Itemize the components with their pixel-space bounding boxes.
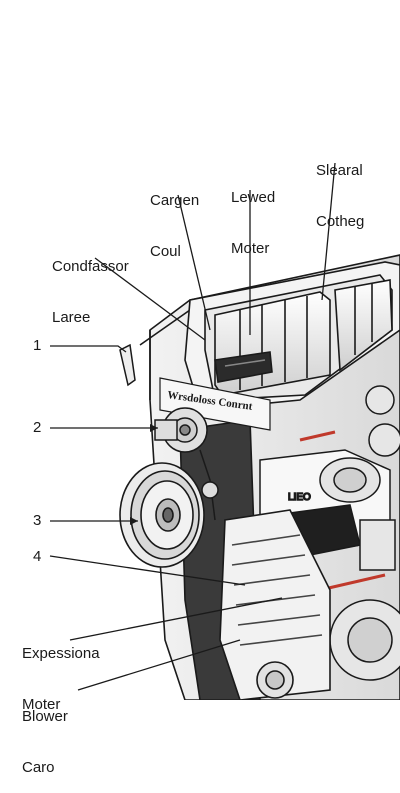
- leader-blower-core: [77, 639, 241, 691]
- leader-expansion-motor: [69, 597, 283, 641]
- callout-number-4: 4: [33, 548, 42, 565]
- callout-condensor-label: Condfassor Laree: [52, 224, 129, 343]
- pipe-fittings: [329, 385, 400, 681]
- diagram-canvas: Wrsdoloss Conrnt LIEO: [22, 128, 400, 776]
- pulley-wheel: [119, 462, 205, 568]
- leader-lines: [49, 162, 336, 691]
- callout-lewed-motor-line2: Moter: [231, 240, 270, 257]
- callout-number-3: 3: [33, 512, 42, 529]
- callout-sleeve-coating: Slearal Cotheg: [316, 128, 364, 247]
- leader-1: [50, 345, 127, 353]
- callout-blower-core-line2: Caro: [22, 759, 55, 776]
- callout-blower-core: Blower Caro: [22, 674, 68, 793]
- leader-4: [49, 555, 246, 586]
- leader-arrowheads: [130, 424, 158, 525]
- callout-sleeve-coating-line2: Cotheg: [316, 213, 365, 230]
- hvac-unit-illustration: Wrsdoloss Conrnt LIEO: [49, 162, 400, 701]
- callout-expansion-motor-line1: Expessiona: [22, 645, 100, 662]
- valve-assembly: [119, 343, 219, 521]
- top-coil-cover: [184, 261, 400, 411]
- callout-lewed-motor-line1: Lewed: [231, 189, 276, 206]
- callout-number-2: 2: [33, 419, 42, 436]
- callout-sleeve-coating-line1: Slearal: [316, 162, 363, 179]
- callout-number-1: 1: [33, 337, 42, 354]
- callout-condensor-label-line1: Condfassor: [52, 258, 129, 275]
- callout-condensor-label-line2: Laree: [52, 309, 91, 326]
- expansion-coil-box: [219, 509, 331, 701]
- leader-sleeve-coating: [321, 162, 336, 301]
- callout-blower-core-line1: Blower: [22, 708, 68, 725]
- leader-cargen-coil: [177, 194, 211, 331]
- callout-lewed-motor: Lewed Moter: [231, 155, 275, 274]
- module-text: LIEO: [288, 492, 311, 503]
- callout-cargen-coil-line1: Cargen: [150, 192, 200, 209]
- leader-condensor: [94, 257, 206, 341]
- nameplate: Wrsdoloss Conrnt: [159, 377, 271, 431]
- callout-cargen-coil-line2: Coul: [150, 243, 181, 260]
- callout-cargen-coil: Cargen Coul: [150, 158, 199, 277]
